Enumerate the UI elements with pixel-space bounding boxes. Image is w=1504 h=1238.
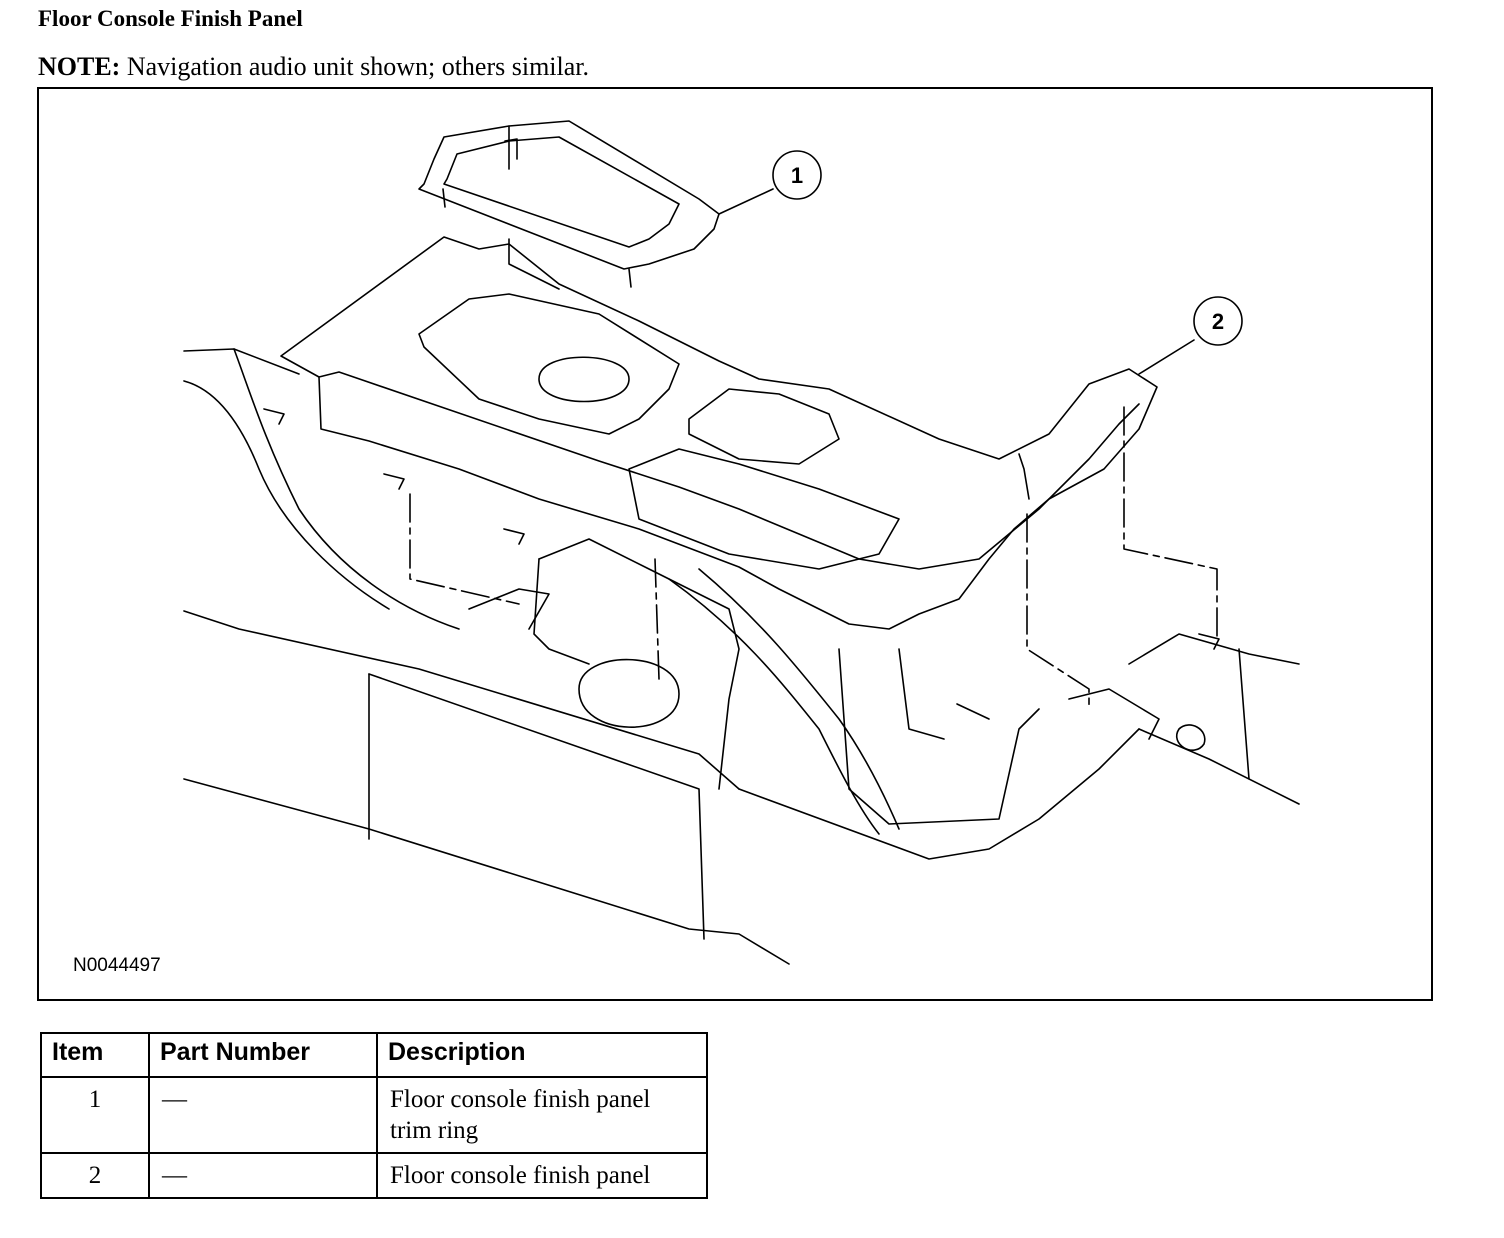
header-item: Item — [40, 1032, 150, 1078]
table-row: 2 — Floor console finish panel — [40, 1152, 708, 1199]
callout-2-label: 2 — [1212, 309, 1224, 334]
note-text: Navigation audio unit shown; others simi… — [120, 52, 590, 81]
row-item: 1 — [40, 1076, 150, 1154]
console-body-drawing — [183, 348, 1300, 965]
legend-table: Item Part Number Description 1 — Floor c… — [40, 1032, 708, 1199]
table-row: 1 — Floor console finish panel trim ring — [40, 1076, 708, 1154]
page-title: Floor Console Finish Panel — [38, 6, 303, 31]
figure-id: N0044497 — [73, 955, 161, 976]
row-description: Floor console finish panel trim ring — [376, 1076, 708, 1154]
row-description-line: Floor console finish panel — [390, 1086, 651, 1113]
callout-2-circle — [1193, 296, 1243, 346]
callout-2-leader — [1138, 339, 1195, 375]
header-part-number: Part Number — [148, 1032, 378, 1078]
note-prefix: NOTE: — [38, 52, 121, 81]
finish-panel-drawing — [280, 236, 1158, 630]
row-description-line: Floor console finish panel — [390, 1162, 651, 1189]
exploded-view-illustration: 1 2 N0044497 — [37, 87, 1433, 1001]
callout-1-circle — [772, 150, 822, 200]
trim-ring-drawing — [418, 120, 720, 288]
row-description-line: trim ring — [390, 1117, 479, 1144]
console-line-drawing: 1 2 — [183, 120, 1300, 965]
legend-header-row: Item Part Number Description — [40, 1032, 708, 1078]
callout-1-leader — [718, 188, 774, 215]
row-description: Floor console finish panel — [376, 1152, 708, 1199]
row-item: 2 — [40, 1152, 150, 1199]
header-description: Description — [376, 1032, 708, 1078]
row-part-number: — — [148, 1076, 378, 1154]
note: NOTE: Navigation audio unit shown; other… — [38, 52, 589, 82]
callout-1-label: 1 — [791, 163, 803, 188]
alignment-lines — [409, 406, 1218, 710]
row-part-number: — — [148, 1152, 378, 1199]
